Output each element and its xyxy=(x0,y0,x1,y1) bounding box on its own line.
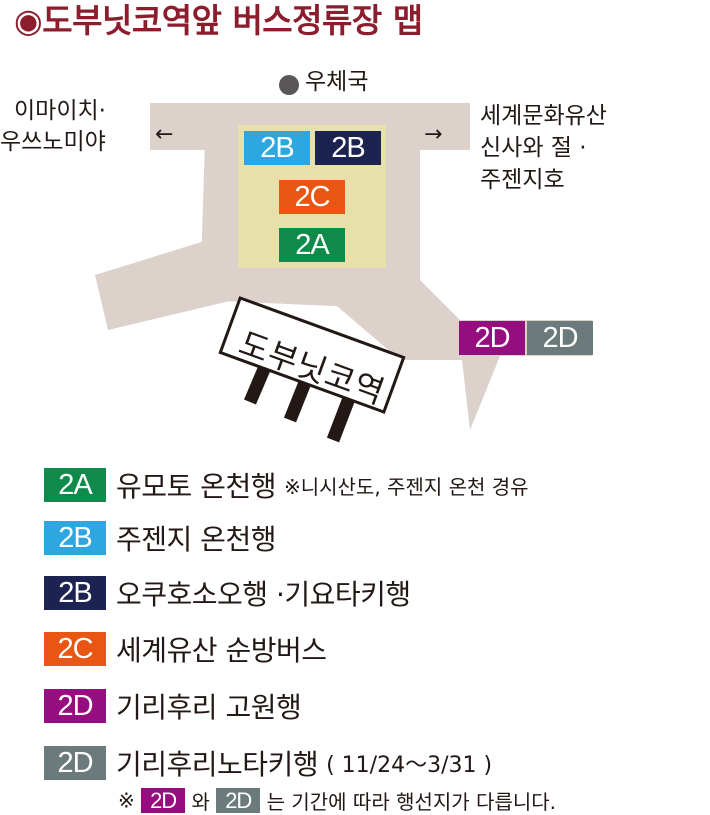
page-title: ◉도부닛코역앞 버스정류장 맵 xyxy=(14,1,423,40)
legend-badge: 2B xyxy=(44,521,106,555)
map-badge-2d-purple: 2D xyxy=(459,321,525,355)
post-office-label: 우체국 xyxy=(305,69,369,95)
legend-note: ※니시산도, 주젠지 온천 경유 xyxy=(283,474,529,499)
right-destination-line3: 주젠지호 xyxy=(480,167,565,193)
map-badge-2b-navy: 2B xyxy=(315,131,381,165)
arrow-left-icon: ← xyxy=(155,122,174,147)
legend-label: 오쿠호소오행 ·기요타키행 xyxy=(116,578,411,611)
map-badge-2a: 2A xyxy=(279,228,345,262)
map-badge-2b-blue: 2B xyxy=(244,131,310,165)
post-office-marker xyxy=(279,75,299,95)
legend-badge: 2D xyxy=(44,746,106,780)
legend-label: 주젠지 온천행 xyxy=(116,523,276,556)
map-badge-2c: 2C xyxy=(279,180,345,214)
footnote-text: 는 기간에 따라 행선지가 다릅니다. xyxy=(266,790,556,814)
arrow-right-icon: → xyxy=(424,122,443,147)
footnote-badge-2d-gray: 2D xyxy=(216,788,261,813)
left-destination-line2: 우쓰노미야 xyxy=(0,129,106,155)
legend-badge: 2B xyxy=(44,576,106,610)
footnote-prefix: ※ xyxy=(118,788,135,813)
legend-item-2c: 2C 세계유산 순방버스 xyxy=(44,629,327,667)
road-right-diagonal xyxy=(215,250,592,430)
footnote-connector: 와 xyxy=(191,790,210,814)
legend-item-2d-purple: 2D 기리후리 고원행 xyxy=(44,686,302,724)
legend-label: 유모토 온천행 xyxy=(116,470,276,503)
right-destination-line1: 세계문화유산 xyxy=(480,103,607,129)
station-sign-board xyxy=(218,296,406,414)
legend-item-2b-navy: 2B 오쿠호소오행 ·기요타키행 xyxy=(44,573,411,611)
map-badge-2d-gray: 2D xyxy=(527,321,593,355)
footnote-badge-2d-purple: 2D xyxy=(141,788,186,813)
legend-item-2d-gray: 2D 기리후리노타키행 ( 11/24〜3/31 ) xyxy=(44,743,493,781)
legend-item-2a: 2A 유모토 온천행 ※니시산도, 주젠지 온천 경유 xyxy=(44,465,529,503)
road-left-diagonal xyxy=(95,230,255,330)
legend-date-range: ( 11/24〜3/31 ) xyxy=(326,753,493,778)
legend-badge: 2C xyxy=(44,632,106,666)
legend-item-2b-blue: 2B 주젠지 온천행 xyxy=(44,518,276,556)
legend-label: 기리후리노타키행 xyxy=(116,748,319,781)
footnote: ※ 2D 와 2D 는 기간에 따라 행선지가 다릅니다. xyxy=(118,786,556,815)
legend-label: 기리후리 고원행 xyxy=(116,691,302,724)
legend-badge: 2D xyxy=(44,689,106,723)
legend-label: 세계유산 순방버스 xyxy=(116,634,327,667)
right-destination-line2: 신사와 절 · xyxy=(480,135,587,161)
legend-badge: 2A xyxy=(44,468,106,502)
left-destination-line1: 이마이치· xyxy=(14,98,106,124)
